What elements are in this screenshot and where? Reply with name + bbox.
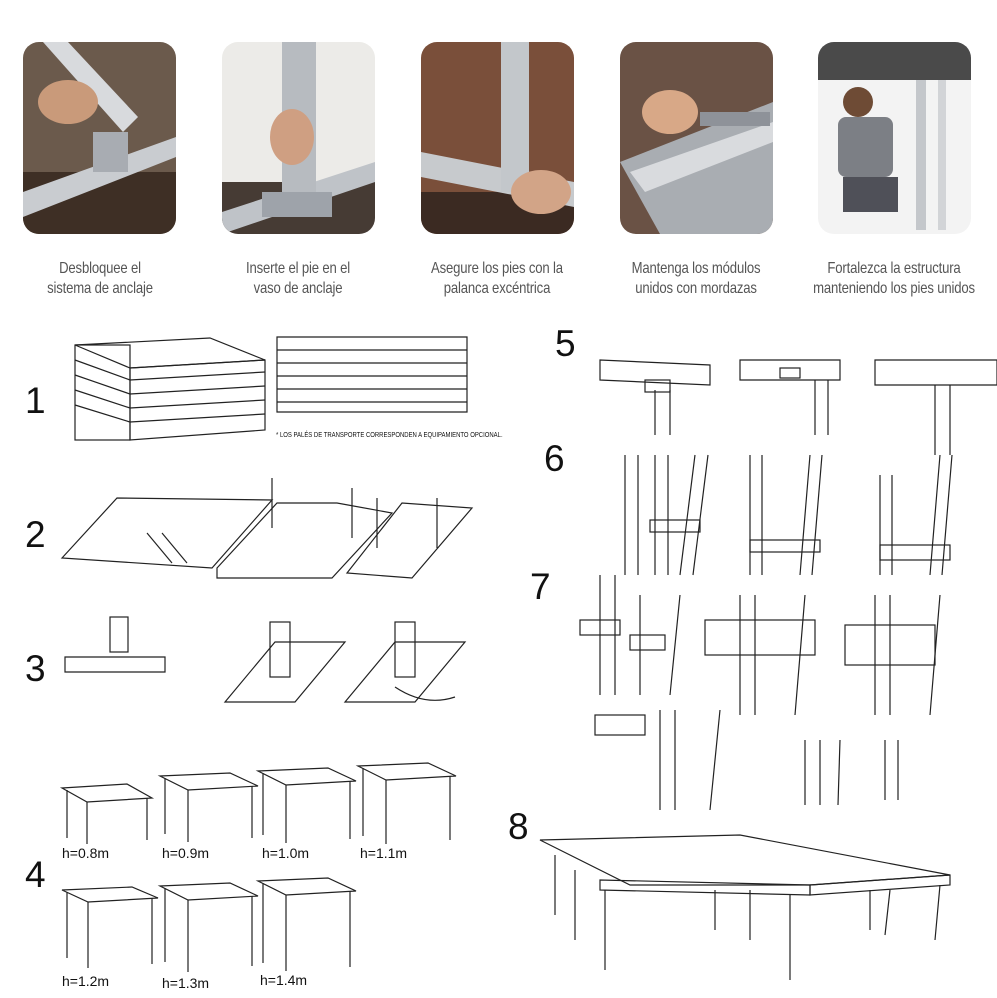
caption-line: palanca excéntrica (443, 280, 551, 297)
table-h-1-0 (255, 767, 357, 843)
step-number-1: 1 (25, 380, 46, 421)
height-label: h=0.9m (162, 845, 210, 861)
photo-reinforce-structure (818, 42, 971, 234)
caption-line: sistema de anclaje (47, 280, 153, 297)
step-number-3: 3 (25, 648, 46, 689)
height-label: h=1.4m (260, 972, 308, 988)
height-label: h=1.3m (162, 975, 210, 991)
caption-clamp-modules: Mantenga los módulos unidos con mordazas (614, 259, 778, 299)
anchor-detail (64, 616, 467, 703)
table-h-0-9 (157, 772, 259, 842)
step-number-5: 5 (555, 323, 576, 364)
photo-unlock-anchor (23, 42, 176, 234)
table-h-1-2 (61, 886, 159, 968)
step-number-6: 6 (544, 438, 565, 479)
height-label: h=1.1m (360, 845, 408, 861)
frame-with-legs (60, 478, 474, 579)
caption-line: Mantenga los módulos (631, 260, 761, 277)
table-h-0-8 (59, 783, 155, 844)
table-h-1-3 (157, 882, 259, 972)
caption-line: Fortalezca la estructura (827, 260, 961, 277)
caption-insert-leg: Inserte el pie en el vaso de anclaje (216, 259, 380, 299)
caption-line: unidos con mordazas (635, 280, 757, 297)
pallet-stack-right (276, 336, 468, 413)
step-number-4: 4 (25, 854, 46, 895)
photo-clamp-modules (620, 42, 773, 234)
clamp-detail-row (599, 359, 997, 455)
caption-secure-lever: Asegure los pies con la palanca excéntri… (415, 259, 579, 299)
leg-clamp-row (624, 454, 953, 576)
caption-line: manteniendo los pies unidos (813, 280, 975, 297)
step-number-8: 8 (508, 806, 529, 847)
caption-line: vaso de anclaje (253, 280, 343, 297)
height-label: h=0.8m (62, 845, 110, 861)
caption-reinforce-structure: Fortalezca la estructura manteniendo los… (812, 259, 976, 299)
step-number-7: 7 (530, 566, 551, 607)
photo-secure-lever (421, 42, 574, 234)
photo-insert-leg (222, 42, 375, 234)
bracing-row (579, 575, 941, 811)
caption-line: Inserte el pie en el (246, 260, 350, 277)
pallet-note: * LOS PALÉS DE TRANSPORTE CORRESPONDEN A… (276, 432, 503, 439)
table-h-1-4 (255, 877, 357, 971)
height-label: h=1.0m (262, 845, 310, 861)
step-number-2: 2 (25, 514, 46, 555)
assembled-stage (539, 834, 951, 980)
table-h-1-1 (355, 762, 457, 844)
caption-line: Asegure los pies con la (431, 260, 563, 277)
caption-unlock-anchor: Desbloquee el sistema de anclaje (18, 259, 182, 299)
caption-line: Desbloquee el (59, 260, 141, 277)
height-label: h=1.2m (62, 973, 110, 989)
pallet-stack-left (74, 337, 266, 441)
